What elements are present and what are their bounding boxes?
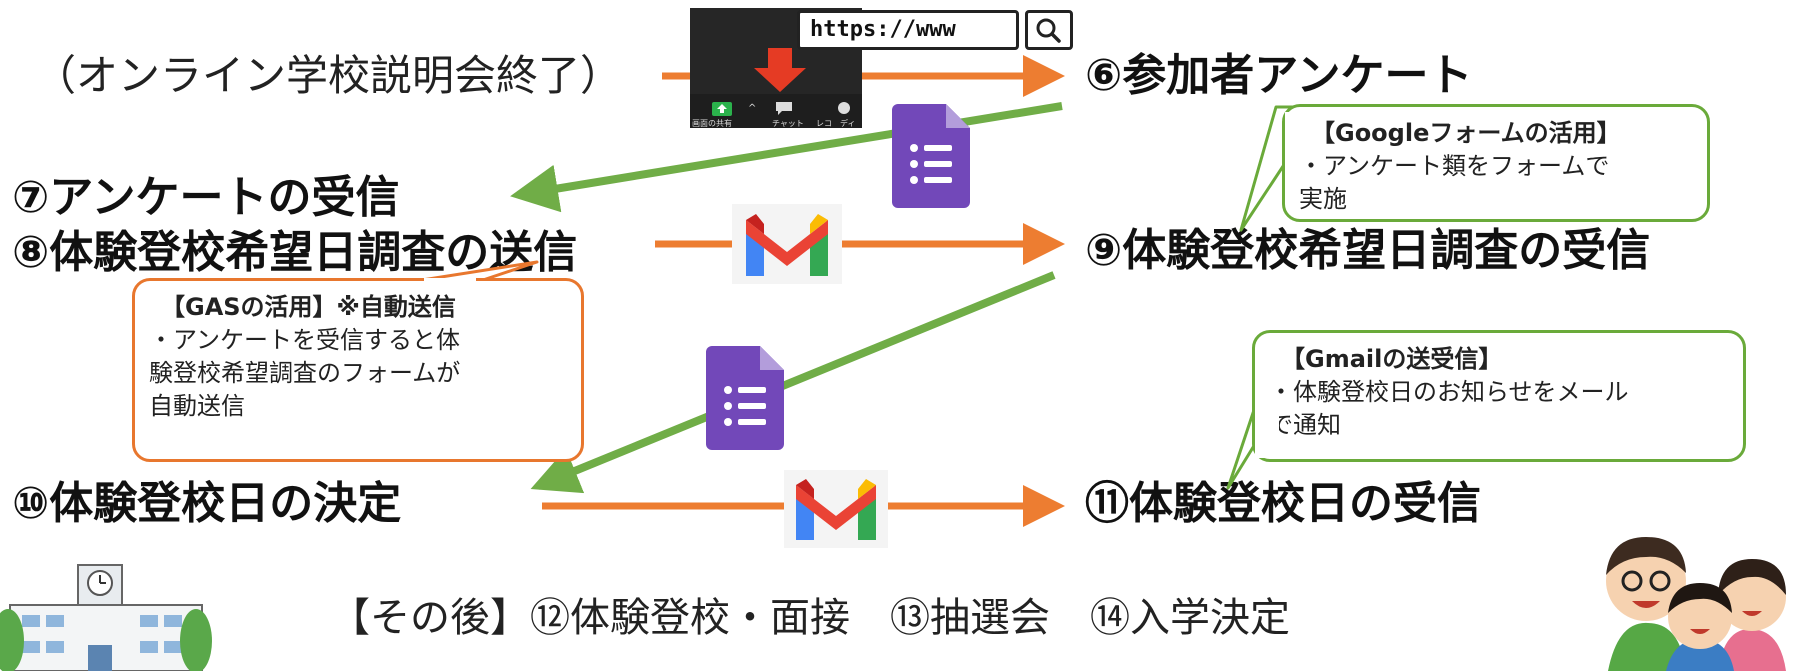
cursor-arrow-icon (754, 48, 806, 92)
callout-line: 験登校希望調査のフォームが (149, 359, 461, 387)
step-11-label: ⑪体験登校日の受信 (1085, 478, 1481, 529)
share-screen-icon (712, 102, 732, 116)
step-9-label: ⑨体験登校希望日調査の受信 (1085, 225, 1651, 276)
callout-title: 【GASの活用】※自動送信 (161, 293, 456, 321)
arrow-step6-to-step7 (510, 102, 1063, 213)
after-steps-note: 【その後】⑫体験登校・面接 ⑬抽選会 ⑭入学決定 (330, 595, 1290, 641)
school-building-icon (0, 564, 212, 671)
search-button (1025, 10, 1073, 50)
callout-title: 【Gmailの送受信】 (1281, 345, 1503, 373)
zoom-label-share: 画面の共有 (692, 119, 732, 128)
callout-title: 【Googleフォームの活用】 (1311, 119, 1621, 147)
gmail-icon (732, 204, 842, 284)
record-icon (838, 102, 850, 114)
google-forms-icon (706, 346, 784, 450)
chat-icon (776, 102, 792, 115)
gmail-icon (784, 470, 888, 548)
arrow-step9-to-step10 (530, 271, 1056, 494)
zoom-label-more: ディ (840, 119, 856, 128)
chevron-up-icon: ^ (748, 103, 757, 114)
children-illustration-icon (1606, 537, 1786, 671)
callout-line: で通知 (1269, 411, 1341, 439)
zoom-label-chat: チャット (772, 119, 804, 128)
callout-line: ・アンケート類をフォームで (1299, 152, 1610, 180)
intro-text: （オンライン学校説明会終了） (34, 51, 623, 100)
callout-line: 実施 (1299, 185, 1347, 213)
step-10-label: ⑩体験登校日の決定 (12, 478, 402, 529)
callout-line: 自動送信 (149, 392, 245, 420)
step-6-label: ⑥参加者アンケート (1085, 50, 1473, 101)
zoom-label-record: レコ (816, 119, 832, 128)
search-icon (1036, 18, 1061, 43)
google-forms-icon (892, 104, 970, 208)
callout-line: ・体験登校日のお知らせをメール (1269, 378, 1629, 406)
step-7-label: ⑦アンケートの受信 (12, 172, 400, 223)
callout-line: ・アンケートを受信すると体 (149, 326, 461, 354)
url-bar: https://www (797, 10, 1019, 50)
step-8-label: ⑧体験登校希望日調査の送信 (12, 227, 578, 278)
